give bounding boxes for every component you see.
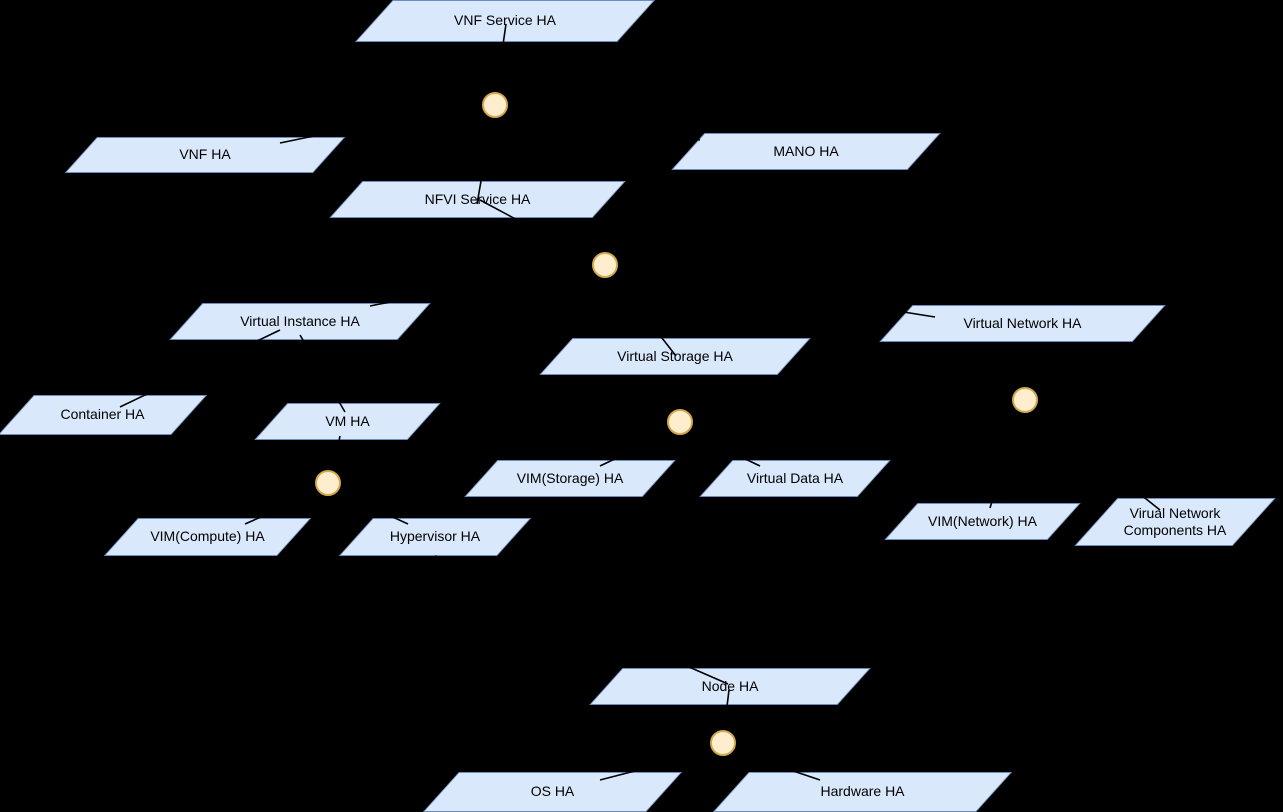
node-label: MANO HA xyxy=(773,142,839,159)
node-label: Container HA xyxy=(60,406,145,423)
junction-circle xyxy=(315,470,341,496)
node-label: Hardware HA xyxy=(820,783,905,800)
connector-line xyxy=(617,266,936,318)
node-hypervisor-ha: Hypervisor HA xyxy=(338,518,532,556)
connector-line xyxy=(434,555,729,685)
node-label: VNF Service HA xyxy=(454,12,556,29)
connector-line xyxy=(989,411,1020,509)
node-vm-ha: VM HA xyxy=(254,403,441,440)
node-mano-ha: MANO HA xyxy=(671,133,941,170)
node-label: VNF HA xyxy=(179,146,231,163)
junction-circle xyxy=(667,409,693,435)
node-container-ha: Container HA xyxy=(0,395,208,435)
node-virtual-network-ha: Virtual Network HA xyxy=(879,305,1166,342)
node-node-ha: Node HA xyxy=(589,668,871,705)
node-label: Virtual Network HA xyxy=(963,314,1082,331)
node-label: VIM(Network) HA xyxy=(928,512,1037,529)
node-label: OS HA xyxy=(530,783,575,800)
node-virtual-instance-ha: Virtual Instance HA xyxy=(169,303,431,340)
node-label: Node HA xyxy=(701,677,759,694)
node-label: VIM(Compute) HA xyxy=(150,528,265,545)
connector-line xyxy=(677,374,681,411)
node-label: VIM(Storage) HA xyxy=(516,469,624,486)
node-label: Virtual Instance HA xyxy=(240,312,360,329)
node-label: NFVI Service HA xyxy=(424,190,531,207)
junction-circle xyxy=(710,730,736,756)
node-virtual-data-ha: Virtual Data HA xyxy=(699,460,891,497)
connector-line xyxy=(369,261,593,307)
junction-circle xyxy=(482,92,508,118)
node-vnf-ha: VNF HA xyxy=(64,137,346,173)
connector-line xyxy=(1022,341,1026,389)
node-label: Virual Network Components HA xyxy=(1123,504,1227,539)
node-label: VM HA xyxy=(325,412,370,429)
node-virtual-storage-ha: Virtual Storage HA xyxy=(539,338,811,375)
node-label: Hypervisor HA xyxy=(389,528,481,545)
node-vim-network-ha: VIM(Network) HA xyxy=(884,503,1081,540)
junction-circle xyxy=(592,252,618,278)
node-label: Virtual Storage HA xyxy=(617,347,733,364)
connector-line xyxy=(1033,409,1161,511)
node-os-ha: OS HA xyxy=(422,772,683,812)
node-vim-compute-ha: VIM(Compute) HA xyxy=(103,518,312,556)
node-nfvi-service-ha: NFVI Service HA xyxy=(329,181,626,218)
node-label: Virtual Data HA xyxy=(746,469,844,486)
node-vnf-service-ha: VNF Service HA xyxy=(355,0,655,42)
node-vim-storage-ha: VIM(Storage) HA xyxy=(464,460,676,497)
node-hardware-ha: Hardware HA xyxy=(712,772,1013,812)
node-virtual-network-components-ha: Virual Network Components HA xyxy=(1074,498,1276,546)
junction-circle xyxy=(1012,387,1038,413)
connector-line xyxy=(299,334,346,413)
connector-line xyxy=(332,435,341,472)
connector-line xyxy=(507,106,701,141)
